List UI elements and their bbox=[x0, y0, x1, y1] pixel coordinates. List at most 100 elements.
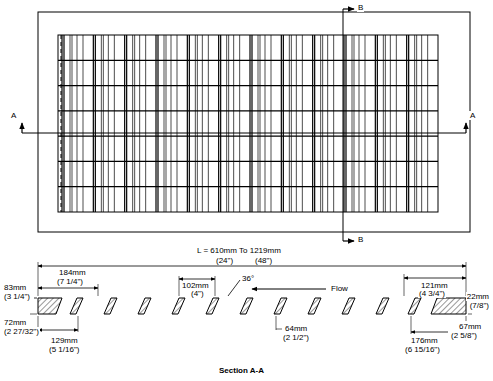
bearing-bar bbox=[208, 35, 209, 212]
bearing-bar bbox=[108, 35, 109, 212]
bearing-bar bbox=[414, 35, 415, 212]
bearing-bar bbox=[289, 35, 290, 212]
bearing-bar bbox=[260, 35, 261, 212]
bearing-bar bbox=[375, 35, 376, 212]
end-block bbox=[431, 298, 466, 314]
bearing-bar bbox=[302, 35, 303, 212]
bearing-bar bbox=[333, 35, 334, 212]
bearing-bar bbox=[233, 35, 234, 212]
bearing-bar bbox=[189, 35, 190, 212]
bearing-bar bbox=[385, 35, 386, 212]
leader-line bbox=[468, 314, 472, 315]
dimension-label: 72mm bbox=[3, 318, 27, 327]
bearing-bar bbox=[314, 35, 315, 212]
bearing-bar bbox=[157, 35, 158, 212]
dimension-label: (2 5/8") bbox=[450, 331, 478, 340]
dimension-label: (2 27/32") bbox=[3, 327, 40, 336]
plan-outline bbox=[38, 12, 470, 232]
bearing-bar bbox=[296, 35, 297, 212]
cross-bar bbox=[58, 136, 438, 137]
bearing-bar bbox=[164, 35, 165, 212]
dimension-label: 129mm bbox=[50, 336, 79, 345]
bearing-bar bbox=[406, 35, 407, 212]
dimension-label: 22mm bbox=[466, 292, 490, 301]
dimension-line bbox=[404, 278, 466, 279]
bearing-bar bbox=[197, 35, 198, 212]
dimension-label: 184mm bbox=[58, 268, 87, 277]
slanted-bar bbox=[408, 298, 421, 314]
bearing-bar bbox=[265, 35, 266, 212]
bearing-bar bbox=[171, 35, 172, 212]
bearing-bar bbox=[281, 35, 282, 212]
leader-line bbox=[34, 298, 37, 299]
bearing-bar bbox=[77, 35, 78, 212]
dimension-label: 64mm bbox=[284, 324, 308, 333]
dimension-label: 176mm bbox=[410, 336, 439, 345]
bearing-bar bbox=[421, 35, 422, 212]
bearing-bar bbox=[345, 35, 346, 212]
cross-bar bbox=[58, 161, 438, 162]
bearing-bar bbox=[352, 35, 353, 212]
bearing-bar bbox=[145, 35, 146, 212]
slanted-bar bbox=[274, 298, 287, 314]
slanted-bar bbox=[206, 298, 219, 314]
dimension-label: 83mm bbox=[3, 283, 27, 292]
slanted-bar bbox=[138, 298, 151, 314]
section-arrow bbox=[343, 8, 354, 9]
end-block bbox=[38, 298, 62, 314]
angle-label: 36° bbox=[241, 274, 255, 283]
bearing-bar bbox=[271, 35, 272, 212]
leader-line bbox=[30, 314, 37, 315]
bearing-bar bbox=[134, 35, 135, 212]
cross-bar bbox=[58, 186, 438, 187]
bearing-bar bbox=[322, 35, 323, 212]
flow-arrow bbox=[252, 289, 326, 290]
bearing-bar bbox=[83, 35, 84, 212]
slanted-bar bbox=[104, 298, 117, 314]
dimension-label: (48") bbox=[254, 256, 273, 265]
angle-line bbox=[228, 280, 240, 296]
bearing-bar bbox=[291, 35, 292, 212]
slanted-bar bbox=[376, 298, 389, 314]
section-arrow bbox=[465, 123, 466, 133]
dimension-label: (6 15/16") bbox=[404, 345, 441, 354]
dimension-label: (2 1/2") bbox=[282, 333, 310, 342]
dimension-label: (4") bbox=[190, 289, 205, 298]
bearing-bar bbox=[114, 35, 115, 212]
bearing-bar bbox=[187, 35, 188, 212]
view-title: Section A-A bbox=[218, 366, 265, 375]
bearing-bar bbox=[177, 35, 178, 212]
dashed-edge bbox=[61, 35, 62, 212]
section-letter: A bbox=[469, 111, 476, 120]
plan-grid bbox=[58, 35, 438, 212]
extension-line bbox=[466, 262, 467, 296]
bearing-bar bbox=[365, 35, 366, 212]
slanted-bar bbox=[308, 298, 321, 314]
bearing-bar bbox=[427, 35, 428, 212]
section-arrow bbox=[343, 240, 354, 241]
dimension-label: 67mm bbox=[458, 322, 482, 331]
bearing-bar bbox=[408, 35, 409, 212]
bearing-bar bbox=[220, 35, 221, 212]
leader-line bbox=[276, 329, 282, 330]
bearing-bar bbox=[258, 35, 259, 212]
bearing-bar bbox=[72, 35, 73, 212]
slanted-bar bbox=[240, 298, 253, 314]
section-line bbox=[22, 133, 466, 134]
bearing-bar bbox=[226, 35, 227, 212]
bearing-bar bbox=[228, 35, 229, 212]
extension-line bbox=[38, 262, 39, 296]
bearing-bar bbox=[126, 35, 127, 212]
bearing-bar bbox=[63, 35, 64, 212]
dimension-line bbox=[411, 332, 448, 333]
dimension-line bbox=[38, 330, 78, 331]
section-arrow bbox=[21, 123, 22, 133]
extension-line bbox=[276, 316, 277, 330]
slanted-bar bbox=[172, 298, 185, 314]
bearing-bar bbox=[132, 35, 133, 212]
section-bars bbox=[38, 298, 466, 314]
bearing-bar bbox=[218, 35, 219, 212]
extension-line bbox=[466, 316, 467, 321]
section-letter: A bbox=[10, 111, 17, 120]
